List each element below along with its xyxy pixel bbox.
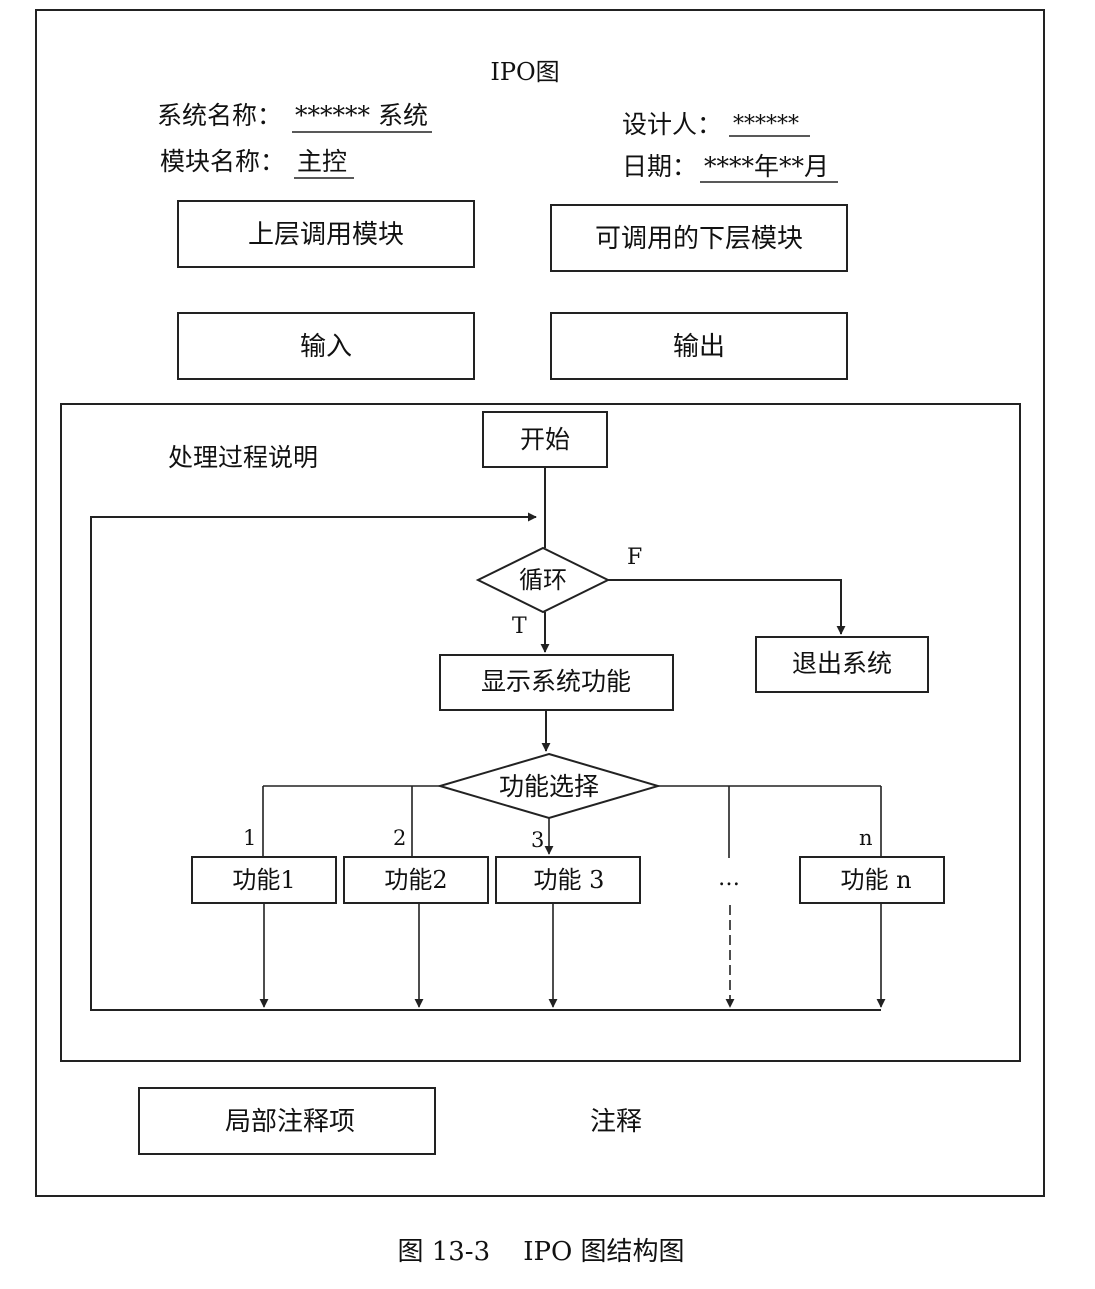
note-label: 注释: [590, 1107, 642, 1137]
exit-label: 退出系统: [792, 649, 892, 678]
ellipsis-label: …: [718, 866, 740, 891]
show-functions-label: 显示系统功能: [481, 667, 631, 696]
input-box: [177, 312, 475, 380]
function-n-box: [799, 856, 945, 904]
function-2-label: 功能2: [384, 866, 447, 894]
date-value: ****年**月: [704, 152, 829, 181]
function-1-box: [191, 856, 337, 904]
branch-2-num: 2: [393, 826, 406, 850]
false-label: F: [627, 545, 642, 570]
module-name-value: 主控: [297, 147, 347, 176]
system-name-label: 系统名称：: [157, 101, 282, 130]
upper-module-box: [177, 200, 475, 268]
local-note-box: [138, 1087, 436, 1155]
designer-label: 设计人：: [622, 110, 722, 139]
ipo-title: IPO图: [490, 58, 559, 86]
branch-1-num: 1: [243, 826, 256, 850]
branch-3-num: 3: [531, 828, 544, 852]
loop-back-line: [90, 512, 881, 1011]
select-label: 功能选择: [499, 772, 599, 801]
start-box: [482, 411, 608, 468]
false-connector: [608, 579, 846, 635]
date-label: 日期：: [622, 152, 697, 181]
output-box: [550, 312, 848, 380]
start-label: 开始: [520, 425, 570, 454]
exit-box: [755, 636, 929, 693]
function-3-box: [495, 856, 641, 904]
function-1-label: 功能1: [232, 866, 295, 894]
lower-module-label: 可调用的下层模块: [595, 224, 803, 254]
figure-caption: 图 13-3 IPO 图结构图: [397, 1237, 684, 1267]
true-label: T: [512, 614, 527, 639]
local-note-label: 局部注释项: [225, 1107, 355, 1137]
show-functions-box: [439, 654, 674, 711]
process-frame: [60, 403, 1021, 1062]
process-label: 处理过程说明: [168, 443, 318, 472]
lower-module-box: [550, 204, 848, 272]
output-label: 输出: [673, 332, 725, 362]
module-name-label: 模块名称：: [160, 147, 285, 176]
function-n-label: 功能 n: [840, 866, 911, 894]
input-label: 输入: [300, 332, 352, 362]
function-3-label: 功能 3: [534, 866, 605, 894]
outer-frame: [35, 9, 1045, 1197]
branch-n-num: n: [859, 826, 873, 850]
upper-module-label: 上层调用模块: [248, 220, 404, 250]
designer-value: ******: [733, 112, 799, 137]
system-name-value: ****** 系统: [295, 101, 428, 130]
loop-diamond: [475, 546, 611, 614]
loop-label: 循环: [519, 566, 567, 594]
function-2-box: [343, 856, 489, 904]
